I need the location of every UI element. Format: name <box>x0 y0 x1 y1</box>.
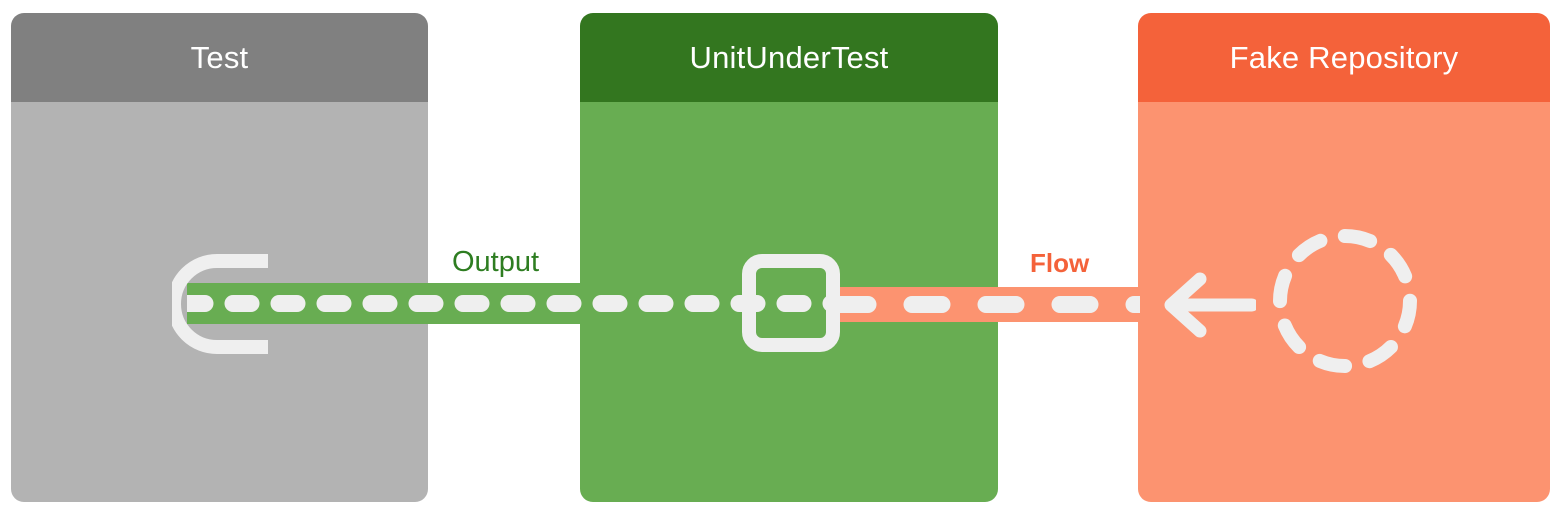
connector-output-dashes <box>187 295 847 312</box>
component-unit-under-test-header: UnitUnderTest <box>580 13 998 102</box>
connector-output[interactable] <box>187 283 847 324</box>
component-unit-under-test-title: UnitUnderTest <box>689 40 889 75</box>
component-test-title: Test <box>190 40 249 75</box>
component-test-header: Test <box>11 13 428 102</box>
connector-flow-label: Flow <box>1030 248 1090 278</box>
dashed-circle-icon <box>1273 229 1417 373</box>
required-interface-socket-icon[interactable] <box>172 254 268 354</box>
provided-interface-port-icon[interactable] <box>742 254 840 352</box>
arrow-left-icon <box>1164 272 1256 338</box>
connector-output-label: Output <box>452 246 540 278</box>
connector-flow-dashes <box>838 296 1140 313</box>
component-fake-repository-header: Fake Repository <box>1138 13 1550 102</box>
component-fake-repository-title: Fake Repository <box>1229 40 1459 75</box>
connector-flow[interactable] <box>838 287 1140 322</box>
